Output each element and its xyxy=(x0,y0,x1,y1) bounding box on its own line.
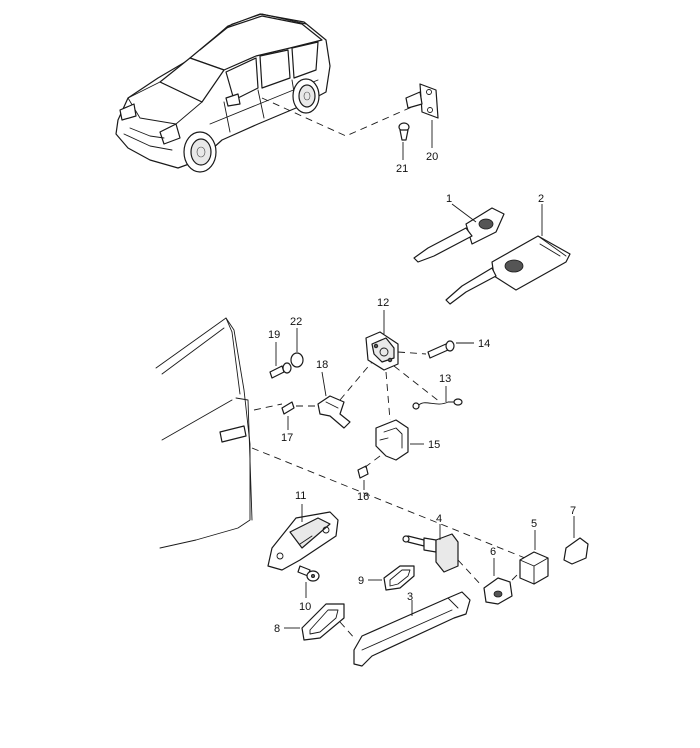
part-3-door-handle xyxy=(353,591,471,667)
part-12-door-lock xyxy=(365,331,399,371)
part-15-lock-cover xyxy=(375,419,409,461)
callout-7: 7 xyxy=(570,505,576,517)
part-16-clip xyxy=(357,465,369,479)
part-5-cap xyxy=(519,551,549,585)
callout-2: 2 xyxy=(538,193,544,205)
callout-18: 18 xyxy=(316,359,328,371)
door-outline xyxy=(155,317,253,549)
front-wheel xyxy=(183,131,217,173)
callout-4: 4 xyxy=(436,513,442,525)
callout-17: 17 xyxy=(281,432,293,444)
part-2-remote-key xyxy=(445,235,571,305)
part-19-screw xyxy=(269,362,292,379)
part-22-o-ring xyxy=(290,352,304,368)
callout-3: 3 xyxy=(407,591,413,603)
rear-wheel xyxy=(292,78,320,114)
part-13-cable xyxy=(412,398,463,410)
callout-20: 20 xyxy=(426,151,438,163)
callout-13: 13 xyxy=(439,373,451,385)
callout-21: 21 xyxy=(396,163,408,175)
part-20-striker-plate xyxy=(405,83,439,119)
callout-14: 14 xyxy=(478,338,490,350)
part-6-trim-cover xyxy=(483,577,513,605)
callout-8: 8 xyxy=(274,623,280,635)
callout-6: 6 xyxy=(490,546,496,558)
part-4-lock-cylinder xyxy=(402,533,459,573)
callout-12: 12 xyxy=(377,297,389,309)
part-18-lock-bracket xyxy=(317,395,351,429)
suv-illustration xyxy=(115,13,331,173)
part-8-large-gasket xyxy=(301,603,345,641)
callout-15: 15 xyxy=(428,439,440,451)
part-7-end-cap xyxy=(563,537,589,565)
part-21-screw xyxy=(398,122,410,141)
part-10-screw xyxy=(297,565,320,582)
part-9-small-gasket xyxy=(383,565,415,591)
part-1-key-blade xyxy=(413,207,505,263)
callout-5: 5 xyxy=(531,518,537,530)
callout-10: 10 xyxy=(299,601,311,613)
callout-11: 11 xyxy=(295,490,306,502)
callout-22: 22 xyxy=(290,316,302,328)
part-11-handle-carrier xyxy=(267,511,339,571)
callout-1: 1 xyxy=(446,193,452,205)
callout-9: 9 xyxy=(358,575,364,587)
callout-19: 19 xyxy=(268,329,280,341)
part-14-lock-rod xyxy=(427,340,455,359)
callout-16: 16 xyxy=(357,491,369,503)
part-17-clip xyxy=(281,401,295,415)
